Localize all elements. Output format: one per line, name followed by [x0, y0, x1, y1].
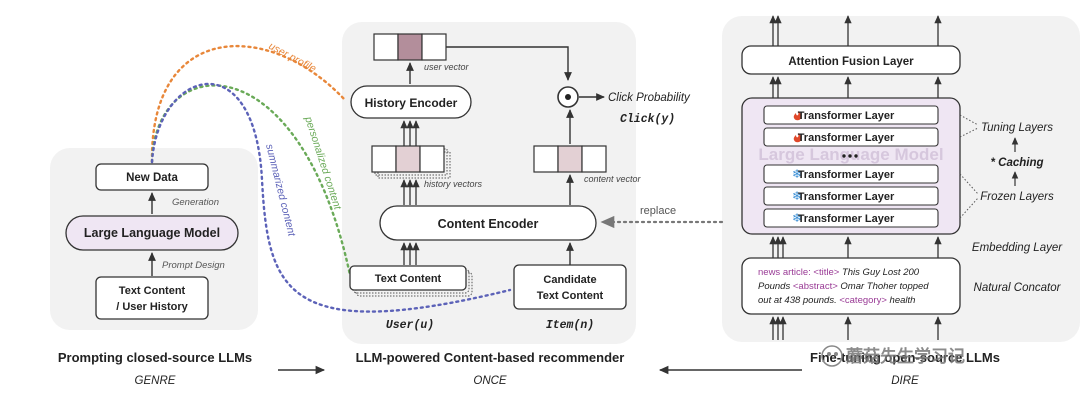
- new-data-label: New Data: [126, 172, 178, 184]
- news-article-line1: news article: <title> This Guy Lost 200: [758, 267, 920, 278]
- news-article-line2: Pounds <abstract> Omar Thoher topped: [758, 281, 929, 292]
- watermark: 蘑菇先生学习记: [821, 345, 965, 367]
- user-profile-label: user profile: [267, 40, 319, 75]
- summarized-content-flow: [150, 82, 512, 313]
- snowflake-icon: ❄: [792, 189, 802, 203]
- once-subtitle: ONCE: [473, 375, 507, 387]
- transformer-layer-tuning-1: [763, 105, 939, 125]
- genre-llm-box: [65, 215, 239, 251]
- snowflake-icon: ❄: [792, 211, 802, 225]
- transformer-layer-label: Transformer Layer: [798, 213, 895, 225]
- fire-icon: [793, 133, 802, 143]
- click-formula: Click(y): [620, 113, 675, 126]
- transformer-layer-label: Transformer Layer: [798, 132, 895, 144]
- fire-icon: [793, 111, 802, 121]
- replace-label: replace: [640, 205, 676, 217]
- content-encoder-label: Content Encoder: [438, 217, 539, 231]
- user-profile-flow: [150, 45, 347, 164]
- new-data-box: [95, 163, 209, 191]
- history-encoder-label: History Encoder: [365, 96, 458, 110]
- genre-subtitle: GENRE: [135, 375, 176, 387]
- ellipsis-dot: [848, 154, 852, 158]
- dire-subtitle: DIRE: [891, 375, 919, 387]
- personalized-content-label: personalized content: [302, 114, 344, 212]
- text-content-history-box: [95, 276, 209, 320]
- text-content-history-l1: Text Content: [119, 285, 186, 297]
- summarized-content-label: summarized content: [263, 143, 298, 239]
- candidate-l2: Text Content: [537, 290, 604, 302]
- news-article-line3: out at 438 pounds. <category> health: [758, 295, 915, 306]
- ellipsis-dot: [842, 154, 846, 158]
- candidate-l1: Candidate: [543, 274, 596, 286]
- news-article-box: [741, 257, 961, 315]
- attention-fusion-label: Attention Fusion Layer: [788, 56, 914, 68]
- genre-title: Prompting closed-source LLMs: [58, 350, 252, 365]
- candidate-text-content-box: [513, 264, 627, 310]
- history-vectors: [371, 145, 451, 179]
- click-probability-label: Click Probability: [608, 92, 691, 104]
- transformer-layer-frozen-2: [763, 186, 939, 206]
- text-content-history-l2: / User History: [116, 301, 188, 313]
- history-vectors-label: history vectors: [424, 179, 483, 189]
- user-text-content-label: Text Content: [375, 273, 442, 285]
- generation-label: Generation: [172, 197, 219, 208]
- transformer-layer-label: Transformer Layer: [798, 169, 895, 181]
- personalized-content-flow: [150, 84, 352, 277]
- user-vector: [373, 33, 447, 61]
- dire-title: Fine-tuning open-source LLMs: [810, 350, 1000, 365]
- transformer-layer-label: Transformer Layer: [798, 110, 895, 122]
- transformer-layer-tuning-2: [763, 127, 939, 147]
- embedding-layer-label: Embedding Layer: [972, 242, 1063, 254]
- content-vector-label: content vector: [584, 174, 642, 184]
- caching-label: * Caching: [990, 157, 1043, 169]
- attention-fusion-box: [741, 45, 961, 75]
- user-text-content-box: [349, 265, 467, 291]
- user-u-label: User(u): [386, 319, 434, 332]
- dire-llm-watermark: Large Language Model: [758, 145, 943, 164]
- natural-concator-label: Natural Concator: [974, 282, 1062, 294]
- user-vector-label: user vector: [424, 62, 470, 72]
- transformer-layer-label: Transformer Layer: [798, 191, 895, 203]
- prompt-design-label: Prompt Design: [162, 260, 225, 271]
- transformer-layer-frozen-1: [763, 164, 939, 184]
- once-title: LLM-powered Content-based recommender: [356, 350, 625, 365]
- item-n-label: Item(n): [546, 319, 594, 332]
- ellipsis-dot: [854, 154, 858, 158]
- tuning-layers-label: Tuning Layers: [981, 122, 1053, 134]
- frozen-layers-label: Frozen Layers: [980, 191, 1054, 203]
- user-text-content-stack: [349, 265, 473, 297]
- transformer-layer-frozen-3: [763, 208, 939, 228]
- genre-llm-label: Large Language Model: [84, 226, 220, 240]
- watermark-text: 蘑菇先生学习记: [846, 346, 965, 366]
- content-vector: [533, 145, 607, 173]
- content-encoder-box: [379, 205, 597, 241]
- snowflake-icon: ❄: [792, 167, 802, 181]
- history-encoder-box: [350, 85, 472, 119]
